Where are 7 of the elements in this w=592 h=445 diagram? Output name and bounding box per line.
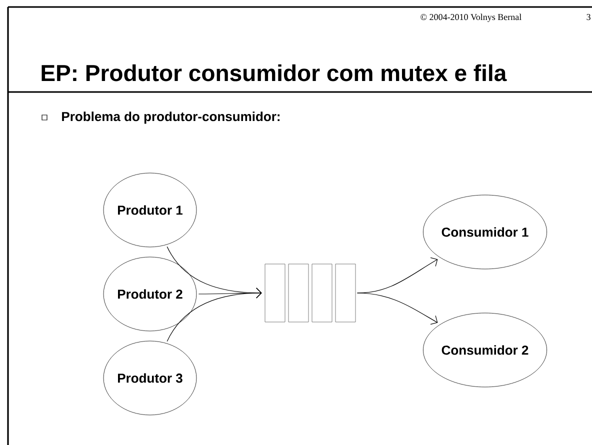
arrow <box>166 288 262 342</box>
arrow <box>356 292 438 325</box>
copyright-text: © 2004-2010 Volnys Bernal <box>420 14 522 22</box>
page-number: 3 <box>586 14 590 20</box>
bullet-text: Problema do produtor-consumidor: <box>62 112 280 124</box>
title: EP: Produtor consumidor com mutex e fila <box>42 64 507 82</box>
queue-drawing <box>264 264 356 322</box>
